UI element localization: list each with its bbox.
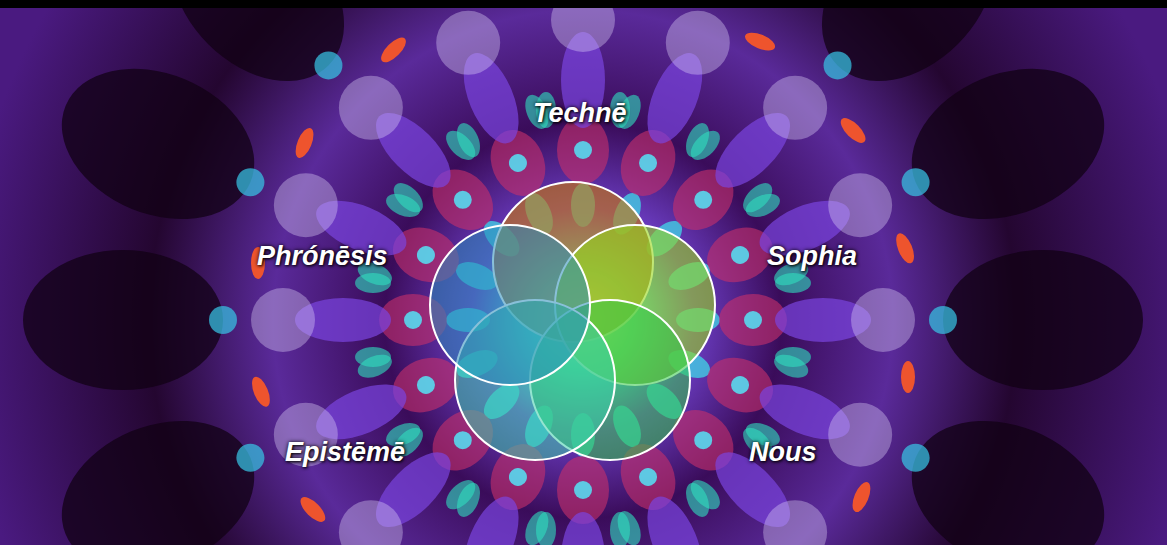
term-label: Nous <box>749 436 817 468</box>
term-label: Sophia <box>767 240 857 272</box>
term-label: Technē <box>533 97 627 129</box>
term-label: Phrónēsis <box>257 240 388 272</box>
overlapping-circles <box>430 182 715 460</box>
term-label: Epistēmē <box>285 436 405 468</box>
